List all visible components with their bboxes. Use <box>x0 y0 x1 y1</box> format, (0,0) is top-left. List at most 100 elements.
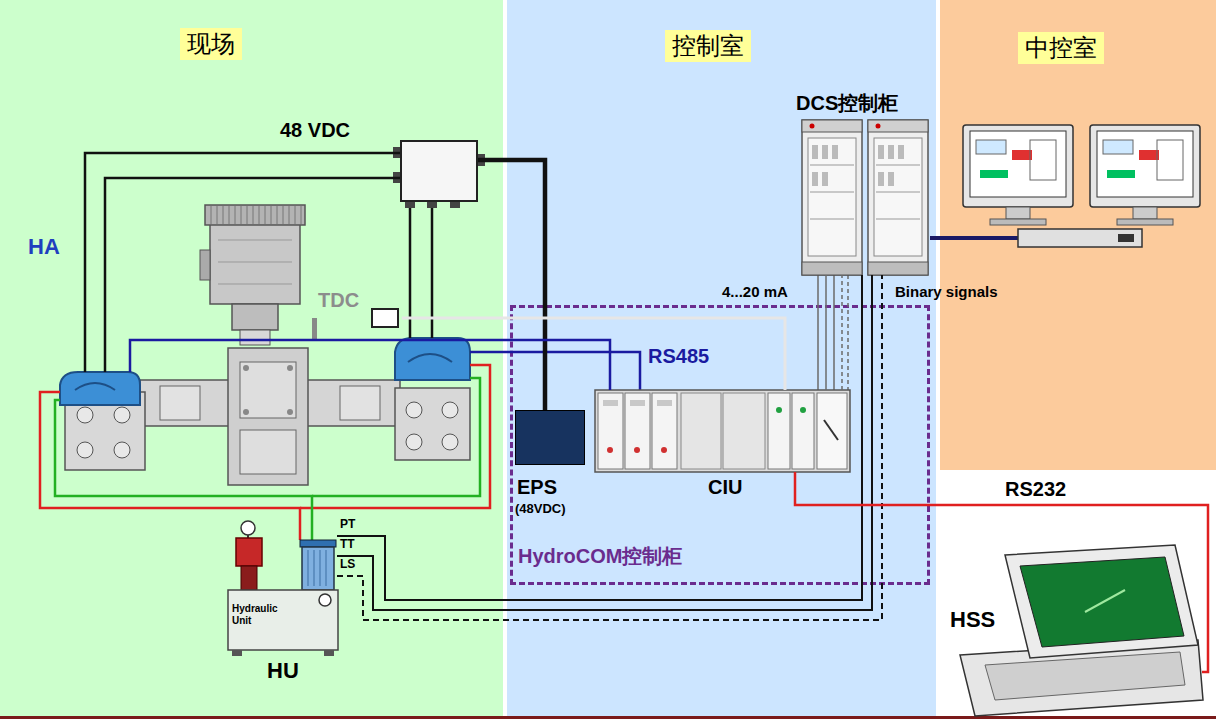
signal-label: Binary signals <box>895 283 998 300</box>
serial-wire <box>1202 545 1208 672</box>
connector <box>55 410 312 520</box>
device-label: HU <box>267 658 299 683</box>
compressor-illustration <box>243 365 249 371</box>
junction-box: 48 VDC <box>400 140 478 202</box>
connector <box>337 275 872 610</box>
compressor-illustration <box>406 434 422 450</box>
compressor-illustration <box>160 386 200 420</box>
control-rack-illustration <box>630 400 645 406</box>
bus-wire <box>130 340 640 390</box>
tdc-sensor-symbol <box>372 309 398 327</box>
workstation-illustration <box>1157 140 1183 180</box>
junction-terminals <box>450 202 460 208</box>
laptop-illustration <box>1085 590 1125 612</box>
compressor-illustration <box>114 407 130 423</box>
actuator-illustration <box>408 354 452 362</box>
actuator-illustration <box>395 338 470 380</box>
compressor-illustration <box>340 386 380 420</box>
dcs-cabinet-illustration <box>878 172 884 186</box>
signal-label: TT <box>340 538 355 552</box>
motor-illustration <box>210 222 300 304</box>
hydraulic-unit-illustration <box>302 547 334 590</box>
zone-title: 控制室 <box>665 30 751 62</box>
control-rack-illustration <box>817 393 847 469</box>
compressor-illustration <box>77 442 93 458</box>
device-label: HA <box>28 234 60 259</box>
signal-label: LS <box>340 558 355 572</box>
signal-wire <box>847 275 849 390</box>
bottom-rule <box>0 716 1216 719</box>
connector <box>841 275 843 390</box>
hydraulic-unit-illustration <box>241 521 255 535</box>
dcs-cabinet-illustration <box>802 120 862 132</box>
connector <box>145 340 610 390</box>
junction-terminals <box>405 202 415 208</box>
actuator-illustration <box>60 338 470 405</box>
motor-illustration <box>240 330 270 345</box>
signal-label: 4...20 mA <box>722 283 788 300</box>
junction-terminals <box>478 154 485 166</box>
motor-illustration <box>200 205 317 345</box>
device-label: EPS <box>517 476 557 499</box>
dcs-cabinet-illustration <box>812 145 818 159</box>
dcs-cabinet-illustration <box>810 124 815 129</box>
junction-terminals <box>393 147 400 158</box>
junction-terminals <box>427 202 437 208</box>
control-rack-illustration <box>681 393 721 469</box>
workstation-illustration <box>990 219 1046 225</box>
network-wire <box>930 236 1018 240</box>
control-rack-illustration <box>661 447 667 453</box>
zone-title: 中控室 <box>1018 32 1104 64</box>
compressor-illustration <box>140 380 400 426</box>
hydraulic-unit-illustration <box>232 650 242 656</box>
workstation-illustration <box>1018 229 1142 247</box>
workstation-illustration <box>963 125 1073 207</box>
hydraulic-unit-illustration <box>228 590 338 650</box>
workstation-illustration <box>1030 140 1056 180</box>
dcs-cabinet: DCS控制柜 <box>800 120 930 275</box>
compressor-illustration <box>243 409 249 415</box>
control-rack-illustration <box>603 400 618 406</box>
bottom-rule <box>0 716 1216 719</box>
connector <box>337 275 882 620</box>
power-wire <box>410 208 432 338</box>
dcs-cabinet-illustration <box>812 172 818 186</box>
compressor-illustration <box>442 434 458 450</box>
hydraulic-unit: Hydraulic UnitHU <box>222 520 337 695</box>
zone-panel: 48 VDC HA TDC Hydraulic UnitHU 现场 <box>0 0 503 716</box>
laptop-illustration <box>1020 557 1184 647</box>
zone-title: 现场 <box>180 28 242 60</box>
control-rack-illustration <box>824 420 838 440</box>
dcs-cabinet-illustration <box>802 262 862 275</box>
hydraulic-pipe <box>299 520 302 540</box>
hydraulic-unit-illustration <box>319 594 331 606</box>
unit-plate: Hydraulic Unit <box>232 603 292 626</box>
device-label: CIU <box>708 476 742 499</box>
hydraulic-unit-illustration <box>241 566 257 590</box>
dcs-cabinet-illustration <box>898 145 904 159</box>
signal-wire <box>818 275 834 390</box>
connector <box>825 275 827 390</box>
workstation-illustration <box>970 131 1066 197</box>
hydraulic-pipe <box>300 365 490 508</box>
signal-wire <box>818 275 848 390</box>
workstation-illustration <box>976 140 1006 154</box>
dcs-cabinet-illustration <box>832 145 838 159</box>
zone-panel: 中控室 <box>940 0 1216 470</box>
compressor-illustration <box>287 365 293 371</box>
tdc-sensor: TDC <box>316 288 402 330</box>
workstation-illustration <box>1117 219 1173 225</box>
control-rack-illustration <box>625 393 650 469</box>
laptop-illustration <box>960 545 1203 716</box>
laptop-illustration <box>960 640 1203 716</box>
hydraulic-pipe <box>40 392 60 410</box>
laptop-illustration <box>985 652 1185 700</box>
voltage-label: 48 VDC <box>280 119 350 142</box>
hydraulic-unit-illustration <box>300 540 336 547</box>
workstation-illustration <box>1139 150 1159 160</box>
workstation-illustration <box>1097 131 1193 197</box>
serial-wire <box>1202 545 1208 672</box>
control-rack-illustration <box>634 447 640 453</box>
connector <box>478 160 545 410</box>
